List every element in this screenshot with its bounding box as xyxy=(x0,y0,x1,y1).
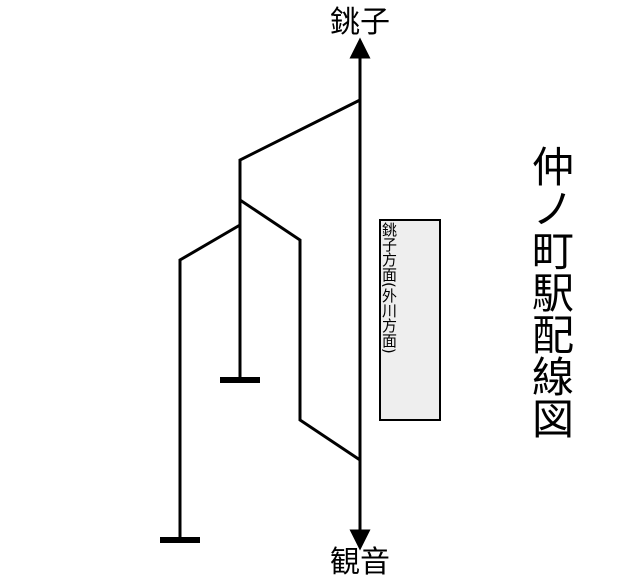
diagram-title: 仲ノ町駅配線図 xyxy=(526,145,575,439)
upper-siding-track xyxy=(238,98,361,380)
platform-label: 銚子方面(外川方面) xyxy=(380,222,398,354)
terminal-top-label: 銚子 xyxy=(330,5,390,40)
left-siding-track xyxy=(178,223,241,540)
terminal-bottom-label: 観音 xyxy=(330,545,390,580)
platform xyxy=(379,219,441,421)
loop-track xyxy=(239,198,361,462)
